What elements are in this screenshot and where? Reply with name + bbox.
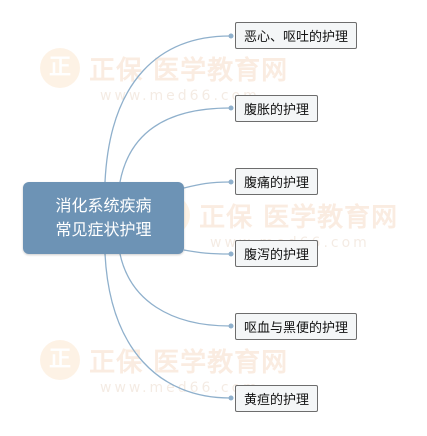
central-topic-line1: 消化系统疾病 <box>55 196 152 215</box>
subtopic-abdominal-distension[interactable]: 腹胀的护理 <box>235 95 319 122</box>
central-topic-line2: 常见症状护理 <box>55 220 152 239</box>
connector-dot-5 <box>228 323 234 329</box>
subtopic-nausea-vomiting[interactable]: 恶心、呕吐的护理 <box>235 22 358 49</box>
subtopic-diarrhea[interactable]: 腹泻的护理 <box>235 240 319 267</box>
connector-2 <box>119 107 231 183</box>
connector-6 <box>104 253 231 399</box>
subtopic-hematemesis-melena[interactable]: 呕血与黑便的护理 <box>235 313 358 340</box>
subtopic-abdominal-pain[interactable]: 腹痛的护理 <box>235 168 319 195</box>
central-topic[interactable]: 消化系统疾病 常见症状护理 <box>23 182 184 254</box>
connector-3 <box>183 181 231 189</box>
subtopic-jaundice[interactable]: 黄疸的护理 <box>235 385 319 412</box>
connector-dot-2 <box>228 105 234 111</box>
connector-dot-4 <box>228 251 234 257</box>
connector-5 <box>119 253 231 327</box>
connector-dot-1 <box>228 33 234 39</box>
connector-1 <box>104 35 231 183</box>
connector-dot-6 <box>228 395 234 401</box>
connector-4 <box>183 249 231 255</box>
connector-dot-3 <box>228 179 234 185</box>
